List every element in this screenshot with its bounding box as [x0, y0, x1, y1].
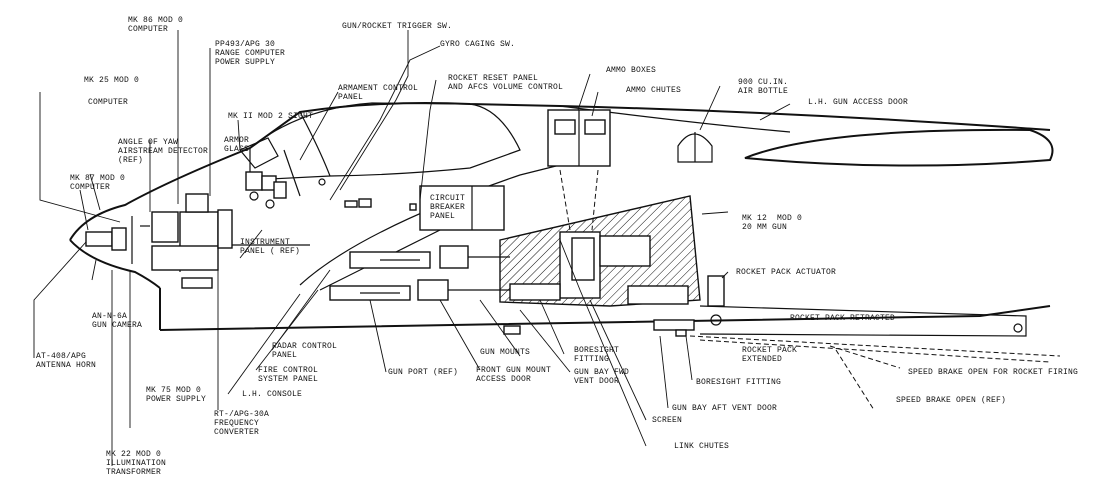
label-mk12-gun: MK 12 MOD 0 20 MM GUN [742, 214, 803, 232]
label-lh-console: L.H. CONSOLE [242, 390, 303, 399]
label-rocket-pack-actuator: ROCKET PACK ACTUATOR [736, 268, 837, 277]
ammo-boxes [547, 109, 611, 231]
label-ammo-chutes: AMMO CHUTES [626, 86, 682, 95]
gun-barrels [329, 245, 521, 335]
label-gun-mounts: GUN MOUNTS [480, 348, 531, 357]
air-bottle [677, 132, 713, 163]
label-ammo-boxes: AMMO BOXES [606, 66, 657, 75]
label-rt-apg: RT-/APG-30A FREQUENCY CONVERTER [214, 410, 270, 437]
label-mk75: MK 75 MOD 0 POWER SUPPLY [146, 386, 207, 404]
label-rocket-reset-panel: ROCKET RESET PANEL AND AFCS VOLUME CONTR… [448, 74, 564, 92]
circuit-breaker-panel [419, 185, 505, 231]
label-instrument-panel: INSTRUMENT PANEL ( REF) [240, 238, 301, 256]
label-link-chutes: LINK CHUTES [674, 442, 730, 451]
trigger-switches [318, 178, 417, 211]
label-gun-bay-aft: GUN BAY AFT VENT DOOR [672, 404, 778, 413]
label-angle-of-yaw: ANGLE OF YAW AIRSTREAM DETECTOR (REF) [118, 138, 209, 165]
label-mk86-computer: MK 86 MOD 0 COMPUTER [128, 16, 184, 34]
label-speed-brake-rocket: SPEED BRAKE OPEN FOR ROCKET FIRING [908, 368, 1079, 377]
label-gun-port: GUN PORT (REF) [388, 368, 459, 377]
rocket-pack [653, 275, 1061, 363]
label-boresight-fitting-2: BORESIGHT FITTING [696, 378, 782, 387]
speed-brake [829, 345, 901, 411]
label-lh-gun-access-door: L.H. GUN ACCESS DOOR [808, 98, 909, 107]
label-armament-control-panel: ARMAMENT CONTROL PANEL [338, 84, 419, 102]
label-radar-control: RADAR CONTROL PANEL [272, 342, 338, 360]
label-mk11-sight: MK II MOD 2 SIGHT [228, 112, 314, 121]
label-rocket-pack-retracted: ROCKET PACK RETRACTED [790, 314, 896, 323]
label-at-408: AT-408/APG ANTENNA HORN [36, 352, 97, 370]
label-circuit-breaker: CIRCUIT BREAKER PANEL [430, 194, 466, 221]
label-gun-rocket-trigger: GUN/ROCKET TRIGGER SW. [342, 22, 453, 31]
label-speed-brake-ref: SPEED BRAKE OPEN (REF) [896, 396, 1007, 405]
label-front-gun-mount: FRONT GUN MOUNT ACCESS DOOR [476, 366, 552, 384]
label-computer: COMPUTER [88, 98, 129, 107]
label-armor-glass: ARMOR GLASS [224, 136, 250, 154]
label-screen: SCREEN [652, 416, 683, 425]
leader-lines [33, 30, 791, 466]
gun-bay [499, 195, 701, 307]
label-mk22: MK 22 MOD 0 ILLUMINATION TRANSFORMER [106, 450, 167, 477]
label-mk25: MK 25 MOD 0 [84, 76, 140, 85]
label-mk87-computer: MK 87 MOD 0 COMPUTER [70, 174, 126, 192]
label-gun-bay-fwd: GUN BAY FWD VENT DOOR [574, 368, 630, 386]
label-boresight-fitting-1: BORESIGHT FITTING [574, 346, 620, 364]
label-fire-control: FIRE CONTROL SYSTEM PANEL [258, 366, 319, 384]
label-an-n-6a: AN-N-6A GUN CAMERA [92, 312, 143, 330]
label-air-bottle: 900 CU.IN. AIR BOTTLE [738, 78, 789, 96]
label-pp493-power-supply: PP493/APG 30 RANGE COMPUTER POWER SUPPLY [215, 40, 286, 67]
gunsight-assembly [239, 137, 301, 209]
label-gyro-caging: GYRO CAGING SW. [440, 40, 516, 49]
label-rocket-pack-extended: ROCKET PACK EXTENDED [742, 346, 798, 364]
nose-equipment [85, 193, 233, 289]
